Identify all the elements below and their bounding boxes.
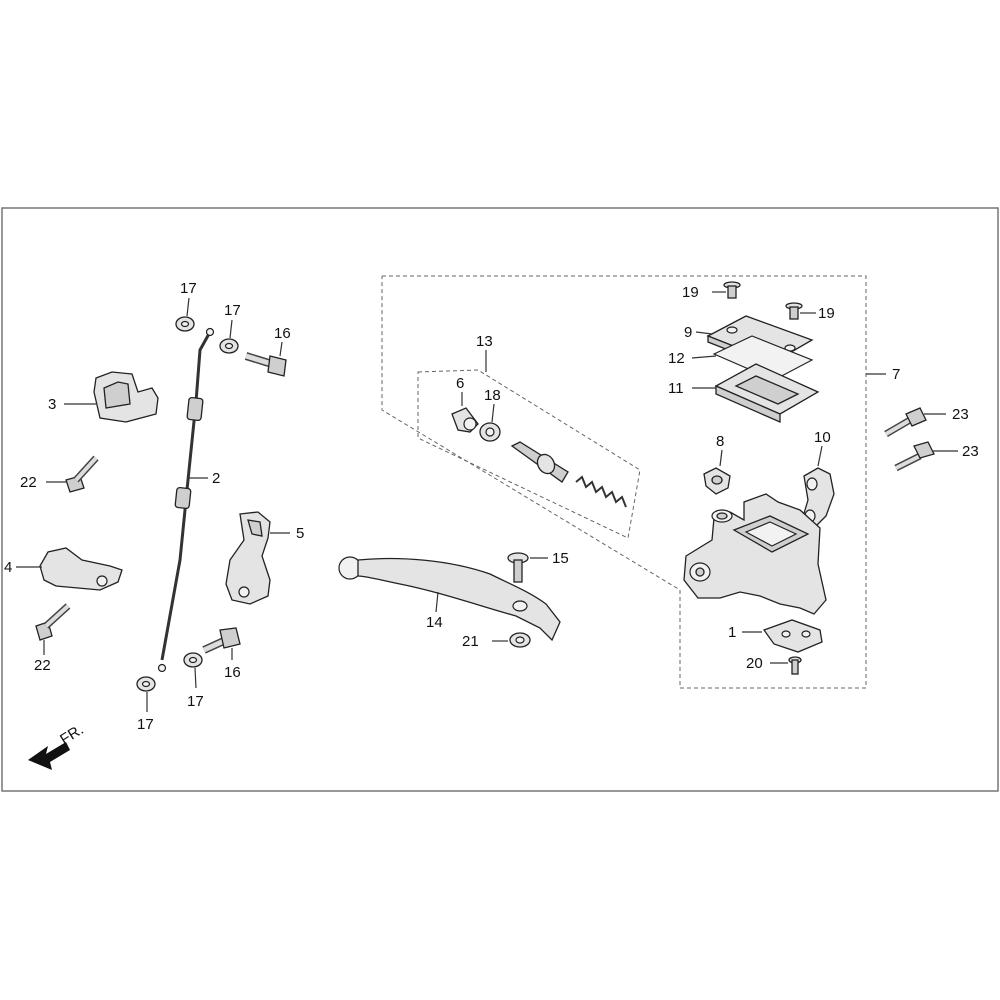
diagram-frame (1, 207, 999, 792)
part-22-bolt-upper (65, 455, 99, 493)
label-17-d: 17 (137, 716, 154, 733)
label-22-lower: 22 (34, 657, 51, 674)
label-16-lower: 16 (224, 664, 241, 681)
label-1: 1 (728, 624, 736, 641)
label-13: 13 (476, 333, 493, 350)
label-18: 18 (484, 387, 501, 404)
part-5-bracket (225, 511, 271, 605)
label-23-upper: 23 (952, 406, 969, 423)
part-18-seal-ring (479, 422, 501, 442)
part-1-brake-switch (762, 619, 823, 653)
label-19-b: 19 (818, 305, 835, 322)
label-17-b: 17 (224, 302, 241, 319)
piston-rod (510, 441, 569, 483)
label-5: 5 (296, 525, 304, 542)
label-7: 7 (892, 366, 900, 383)
label-6: 6 (456, 375, 464, 392)
part-15-pivot-bolt (507, 552, 529, 583)
label-4: 4 (4, 559, 12, 576)
label-2: 2 (212, 470, 220, 487)
front-direction-arrow (28, 742, 70, 770)
label-17-a: 17 (180, 280, 197, 297)
part-3-clamp-bracket (93, 371, 159, 423)
assembly-7-group-outline (381, 275, 867, 689)
part-19-screw-b (785, 302, 803, 320)
label-19-a: 19 (682, 284, 699, 301)
part-23-bolt-lower (894, 441, 935, 472)
part-19-screw-a (723, 281, 741, 299)
label-17-c: 17 (187, 693, 204, 710)
part-4-lower-clamp (39, 547, 123, 591)
part-8-bleed-cap (703, 467, 731, 495)
label-15: 15 (552, 550, 569, 567)
label-10: 10 (814, 429, 831, 446)
label-22-upper: 22 (20, 474, 37, 491)
piston-spring (575, 475, 627, 508)
label-12: 12 (668, 350, 685, 367)
part-14-brake-lever (338, 556, 561, 642)
label-16-upper: 16 (274, 325, 291, 342)
part-2-cable (157, 327, 215, 673)
label-20: 20 (746, 655, 763, 672)
part-22-bolt-lower (35, 603, 71, 641)
label-9: 9 (684, 324, 692, 341)
part-16-bolt-lower (202, 627, 241, 654)
part-11-diaphragm (714, 363, 820, 423)
part-16-bolt-upper (244, 352, 287, 377)
part-21-nut (509, 632, 531, 648)
master-cylinder-body (683, 493, 827, 615)
part-6-boot (451, 407, 479, 433)
part-10-holder-clamp (801, 467, 835, 529)
label-11: 11 (668, 380, 684, 397)
label-14: 14 (426, 614, 443, 631)
label-23-lower: 23 (962, 443, 979, 460)
label-8: 8 (716, 433, 724, 450)
label-21: 21 (462, 633, 479, 650)
part-23-bolt-upper (884, 407, 927, 438)
assembly-13-group-outline (417, 369, 641, 539)
label-3: 3 (48, 396, 56, 413)
part-20-switch-screw (788, 656, 802, 675)
